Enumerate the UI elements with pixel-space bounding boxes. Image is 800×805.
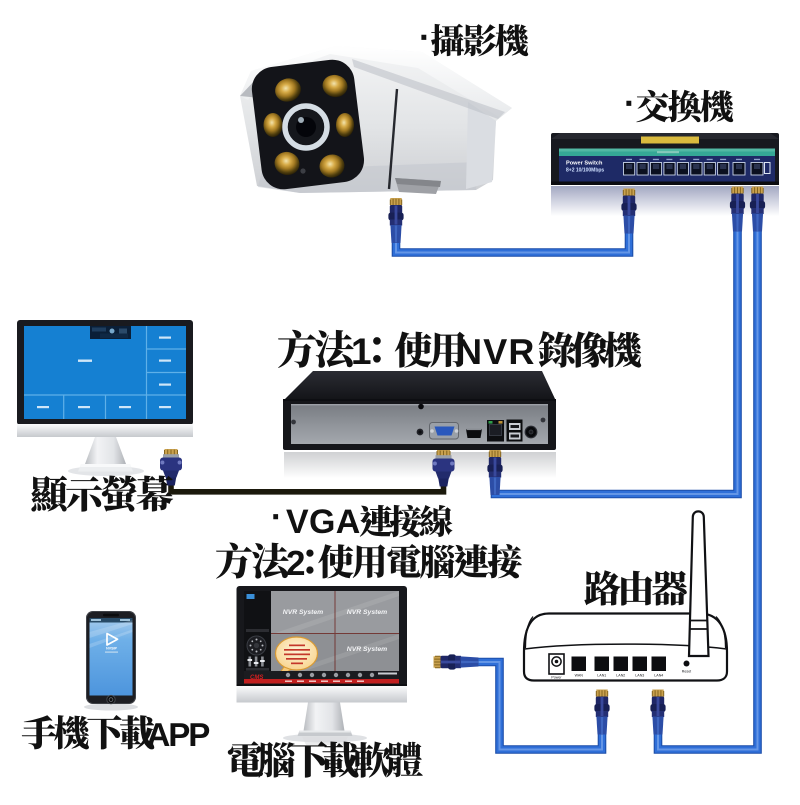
svg-text:LAN1: LAN1 (597, 674, 606, 678)
svg-text:CMS: CMS (250, 675, 263, 681)
svg-text:LAN3: LAN3 (635, 674, 644, 678)
svg-text:8+2 10/100Mbps: 8+2 10/100Mbps (566, 168, 604, 174)
svg-text:Reset: Reset (682, 670, 691, 674)
svg-text:NVR System: NVR System (347, 609, 387, 616)
svg-text:Power: Power (551, 676, 562, 680)
svg-text:WAN: WAN (575, 674, 584, 678)
svg-text:NVSIP: NVSIP (106, 647, 117, 651)
svg-text:NVR System: NVR System (347, 646, 387, 653)
svg-text:LAN2: LAN2 (616, 674, 625, 678)
svg-text:LAN4: LAN4 (654, 674, 663, 678)
svg-text:Power Switch: Power Switch (566, 161, 603, 167)
svg-text:NVR System: NVR System (283, 609, 323, 616)
